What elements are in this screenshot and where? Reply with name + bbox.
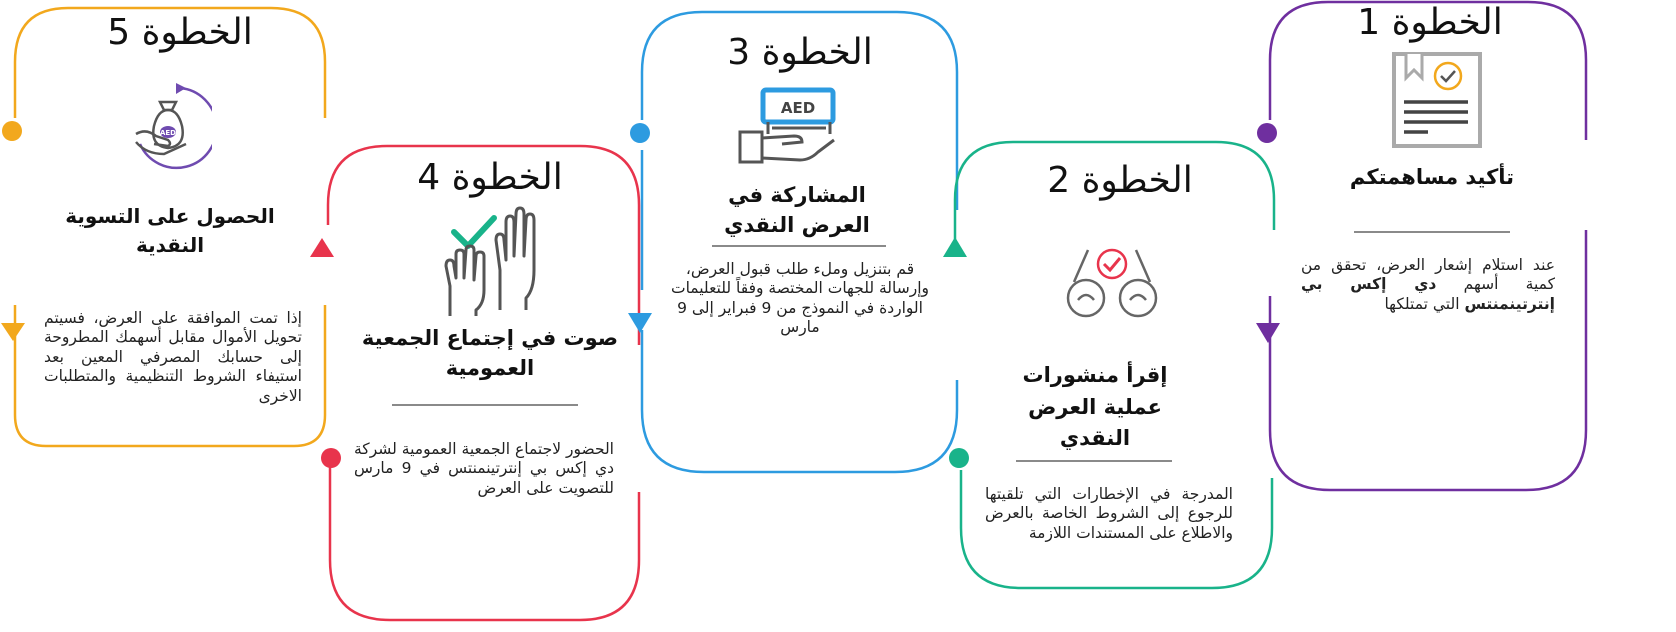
step-1-heading: تأكيد مساهمتكم: [1349, 165, 1515, 189]
step-3-heading: المشاركة في العرض النقدي: [724, 183, 870, 238]
step-3-top-dot: [630, 123, 650, 143]
step-4-title: الخطوة 4: [417, 157, 563, 198]
step-4-heading: صوت في إجتماع الجمعية العمومية: [361, 326, 619, 381]
step-4-up-marker: [310, 238, 334, 257]
step-4-bottom-dot: [321, 448, 341, 468]
certificate-icon: [1392, 52, 1482, 148]
aed-payment-icon-label: AED: [781, 99, 815, 117]
voting-hands-icon: [444, 206, 536, 316]
step-2-divider: [1016, 460, 1172, 462]
step-2-up-marker: [943, 237, 967, 257]
step-3-down-marker: [628, 313, 652, 333]
step-1-title: الخطوة 1: [1357, 2, 1503, 43]
step-2-title: الخطوة 2: [1047, 160, 1193, 201]
step-3-title: الخطوة 3: [727, 32, 873, 73]
step-1-top-dot: [1257, 123, 1277, 143]
step-2-bottom-dot: [949, 448, 969, 468]
step-5-body: إذا تمت الموافقة على العرض، فسيتم تحويل …: [44, 309, 302, 405]
step-2-heading: إقرأ منشورات عملية العرض النقدي: [1022, 363, 1168, 450]
step-4-divider: [392, 404, 578, 406]
step-2-body: المدرجة في الإخطارات التي تلقيتها للرجوع…: [985, 485, 1233, 542]
step-5-down-marker: [1, 323, 25, 341]
step-5-top-dot: [2, 121, 22, 141]
step-1-body: عند استلام إشعار العرض، تحقق من كمية أسه…: [1301, 256, 1555, 314]
money-bag-icon: AED: [135, 83, 212, 170]
step-5-title: الخطوة 5: [107, 12, 253, 53]
step-5-heading: الحصول على التسوية النقدية: [65, 204, 275, 257]
aed-payment-icon: AED: [738, 87, 836, 164]
step-1-down-marker: [1256, 323, 1280, 343]
step-1-body-intro: عند استلام إشعار العرض، تحقق من كمية أسه…: [1301, 256, 1555, 294]
step-1-body-end: التي تمتلكها: [1384, 294, 1465, 313]
binoculars-icon: [1066, 248, 1158, 318]
step-3-body: قم بتنزيل وملء طلب قبول العرض، وإرسالة ل…: [670, 260, 930, 337]
step-1-divider: [1354, 231, 1510, 233]
step-4-body: الحضور لاجتماع الجمعية العمومية لشركة دي…: [354, 440, 614, 497]
money-bag-icon-label: AED: [160, 129, 176, 137]
step-3-divider: [712, 245, 886, 247]
step-1-company-name: دي إكس بي إنترتينمنتس: [1301, 275, 1555, 313]
